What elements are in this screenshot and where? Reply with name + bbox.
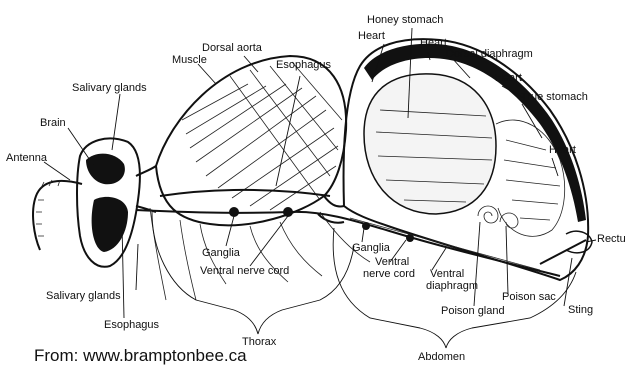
label-muscle: Muscle [172,54,207,66]
label-poison-sac: Poison sac [502,291,556,303]
label-dorsal-diaphragm: Dorsal diaphragm [446,48,533,60]
label-heart-3: Heart [495,72,522,84]
label-ventral-1: Ventral [375,256,409,268]
label-heart-4: Heart [549,144,576,156]
label-true-stomach: True stomach [521,91,588,103]
label-esophagus-bottom: Esophagus [104,319,160,331]
source-caption: From: www.bramptonbee.ca [34,346,247,366]
sting-shape [540,240,586,264]
label-esophagus-top: Esophagus [276,59,332,71]
label-diaphragm: diaphragm [426,280,478,292]
ganglion-1 [229,207,239,217]
diagram-labels: Honey stomach Heart Heart Dorsal diaphra… [6,14,626,363]
label-antenna: Antenna [6,152,48,164]
label-dorsal-aorta: Dorsal aorta [202,42,263,54]
label-ventral-2: Ventral [430,268,464,280]
label-poison-gland: Poison gland [441,305,505,317]
label-honey-stomach: Honey stomach [367,14,443,26]
label-brain: Brain [40,117,66,129]
thorax-outline [156,56,346,225]
brain-mass [86,154,125,185]
region-brackets [152,212,576,348]
label-heart-2: Heart [420,37,447,49]
poison-sac-coil [478,206,498,223]
label-rectum: Rectu [597,233,626,245]
label-nerve-cord: nerve cord [363,268,415,280]
label-ganglia-2: Ganglia [352,242,391,254]
label-sting: Sting [568,304,593,316]
antenna [33,181,82,250]
label-ventral-nerve-cord-1: Ventral nerve cord [200,265,289,277]
label-ganglia-1: Ganglia [202,247,241,259]
label-abdomen: Abdomen [418,351,465,363]
label-thorax: Thorax [242,336,277,348]
label-salivary-glands-top: Salivary glands [72,82,147,94]
label-salivary-glands-bottom: Salivary glands [46,290,121,302]
honey-stomach-shape [364,74,496,214]
ganglion-2 [283,207,293,217]
label-heart-1: Heart [358,30,385,42]
